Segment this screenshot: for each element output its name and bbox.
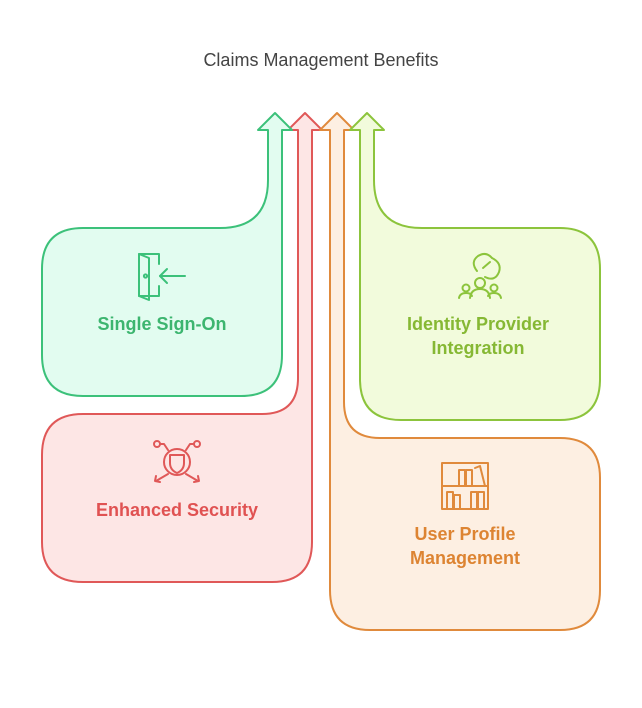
profile-label-line-2: Management: [410, 548, 520, 568]
idp-label-line-2: Integration: [432, 338, 525, 358]
sso-card: [41, 112, 293, 397]
bookshelf-icon: [441, 462, 489, 510]
security-card: [41, 112, 323, 583]
team-link-icon: [458, 252, 502, 299]
idp-label-line-1: Identity Provider: [407, 314, 549, 334]
security-label: Enhanced Security: [96, 500, 258, 520]
page-title: Claims Management Benefits: [203, 50, 438, 70]
shield-network-icon: [153, 440, 201, 483]
door-enter-icon: [138, 253, 186, 301]
profile-card: [319, 112, 601, 631]
sso-label: Single Sign-On: [98, 314, 227, 334]
profile-label-line-1: User Profile: [414, 524, 515, 544]
